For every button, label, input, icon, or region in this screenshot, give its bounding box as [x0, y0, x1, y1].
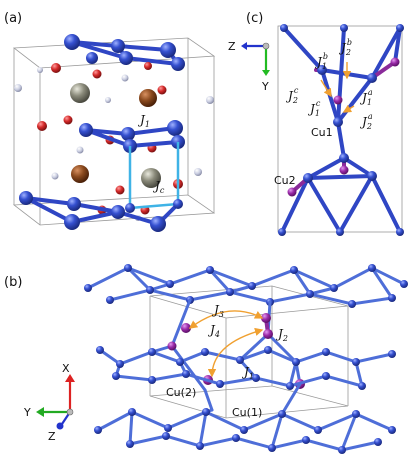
panel-c-j2c-label: J2c — [285, 86, 299, 105]
panel-c-j1c-label: J1c — [307, 99, 321, 118]
panel-b-cu-layer-top — [84, 264, 408, 308]
panel-b-cu-layer-bottom — [94, 382, 396, 454]
panel-a-jc-bonds — [128, 142, 180, 210]
panel-c-z-axis-label: Z — [228, 40, 236, 53]
panel-a-jc-label: Jc — [152, 179, 165, 195]
panel-b-j3-label: J3 — [211, 303, 224, 319]
panel-b-j2-label: J2 — [275, 327, 288, 343]
panel-b-cu2-label: Cu(2) — [166, 386, 196, 399]
panel-a-cu-layer-top — [64, 34, 185, 71]
panel-a-label: (a) — [4, 11, 22, 26]
panel-b-j1-label: J1 — [241, 365, 254, 381]
panel-c-cu1-label: Cu1 — [311, 126, 333, 139]
panel-b-x-axis-label: X — [62, 362, 70, 375]
panel-c-j2b-label: J2b — [338, 38, 352, 57]
panel-b-j4-label: J4 — [207, 323, 220, 339]
panel-b-label: (b) — [4, 275, 22, 290]
panel-c-cu2-label: Cu2 — [274, 174, 296, 187]
panel-b-y-axis-label: Y — [23, 406, 31, 419]
panel-a: (a) — [4, 11, 216, 232]
panel-a-large-atoms — [70, 83, 161, 188]
panel-b-z-axis-label: Z — [48, 430, 56, 443]
panel-a-cu-layer-middle — [79, 120, 185, 153]
panel-c-j1a-label: J1a — [359, 88, 373, 107]
panel-c-j2a-label: J2a — [359, 112, 373, 131]
panel-a-cu-layer-bottom — [19, 191, 183, 232]
panel-c-exchange-arrows — [320, 62, 355, 113]
panel-c-y-axis-label: Y — [261, 80, 269, 93]
panel-c-label: (c) — [246, 11, 263, 26]
panel-c-j1b-label: J1b — [314, 52, 328, 71]
panel-b-axes: X Y Z — [23, 362, 75, 443]
panel-c-cu-network — [278, 24, 404, 236]
panel-c: (c) Z Y — [228, 11, 404, 236]
panel-b-exchange-arrows — [188, 310, 264, 378]
panel-a-j1-label: J1 — [137, 113, 150, 129]
panel-b: (b) — [4, 264, 408, 454]
panel-b-cu1-label: Cu(1) — [232, 406, 262, 419]
panel-c-axes: Z Y — [228, 40, 270, 93]
